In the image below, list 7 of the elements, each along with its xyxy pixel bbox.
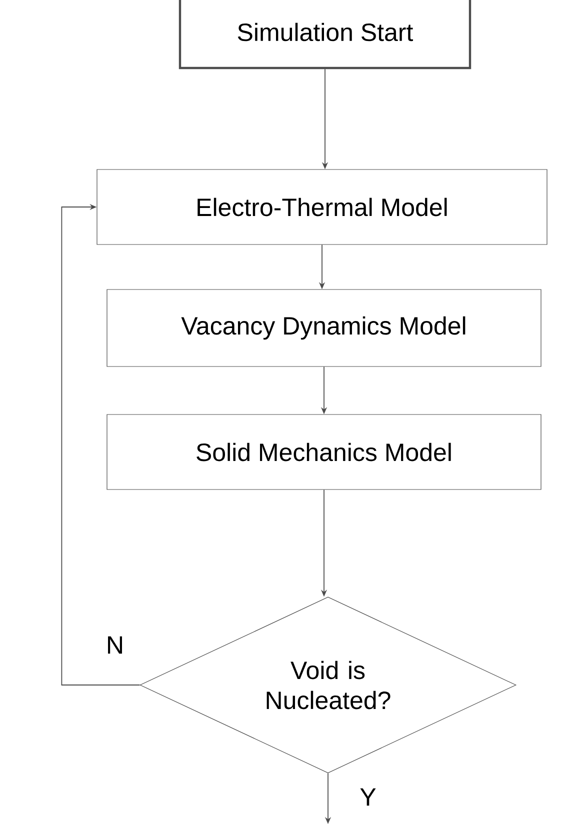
arrow: [61, 204, 140, 686]
process-box: Electro-Thermal Model: [96, 169, 548, 245]
process-box: Solid Mechanics Model: [106, 414, 542, 490]
edge-label: Y: [358, 787, 378, 807]
process-box: Simulation Start: [178, 0, 472, 70]
edge-label: N: [104, 635, 126, 655]
process-box: Vacancy Dynamics Model: [106, 289, 542, 367]
